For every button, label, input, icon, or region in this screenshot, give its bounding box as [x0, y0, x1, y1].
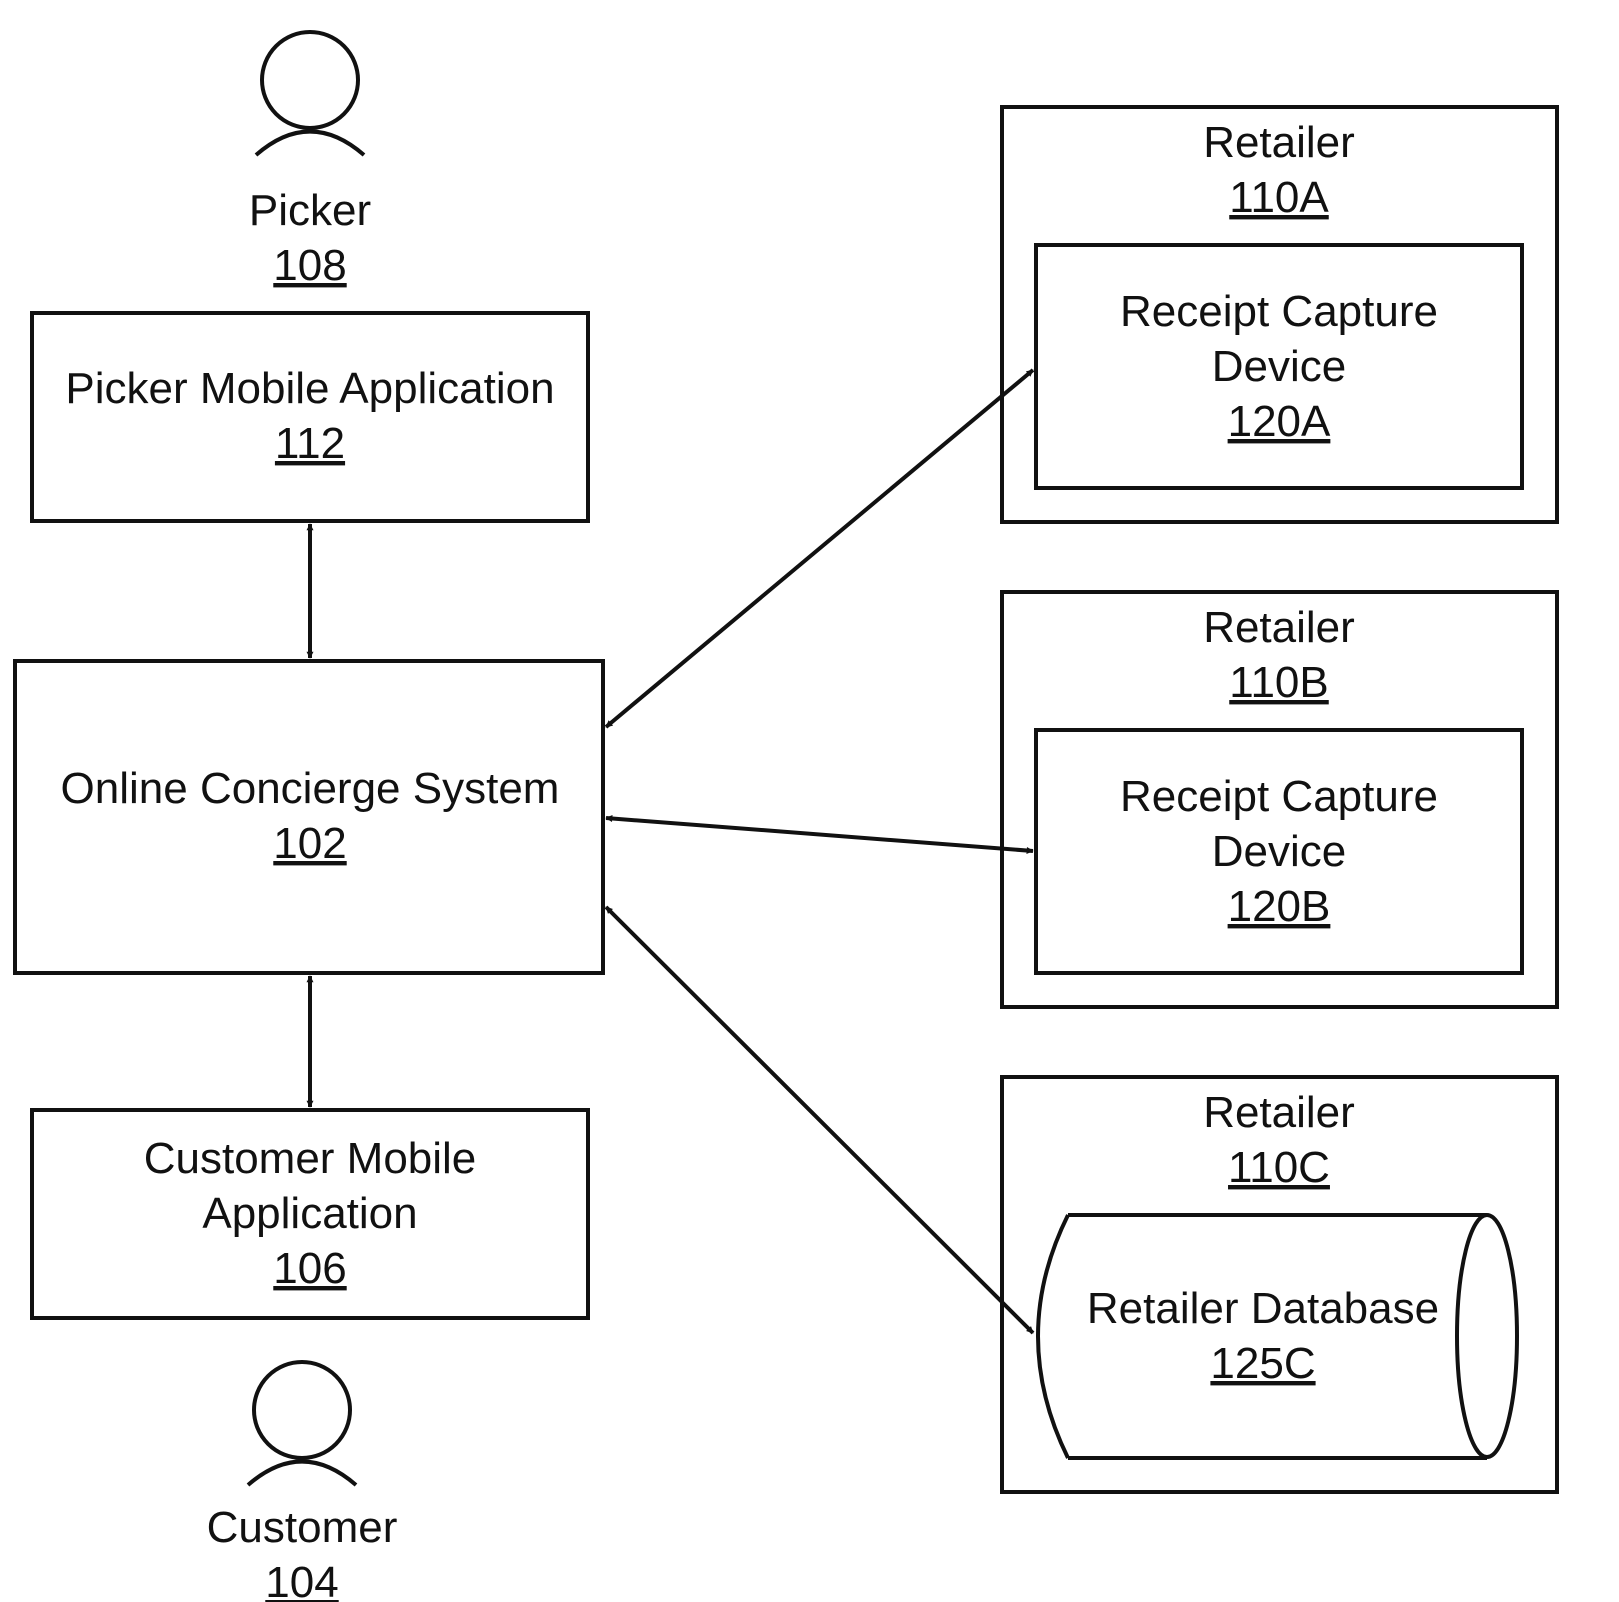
retailer-a-label: Retailer	[1203, 118, 1355, 167]
customer-app-label-line1: Customer Mobile	[144, 1134, 477, 1183]
retailer-c-ref: 110C	[1228, 1143, 1330, 1192]
connector-concierge-device-b	[606, 818, 1033, 851]
customer-ref: 104	[265, 1558, 338, 1602]
device-b-ref: 120B	[1228, 882, 1331, 931]
retailer-a-ref: 110A	[1229, 173, 1329, 222]
customer-mobile-app-box: Customer Mobile Application 106	[32, 1110, 588, 1318]
retailer-b-label: Retailer	[1203, 603, 1355, 652]
concierge-ref: 102	[273, 819, 346, 868]
customer-app-label-line2: Application	[202, 1189, 417, 1238]
customer-label: Customer	[207, 1503, 398, 1552]
database-ref: 125C	[1210, 1339, 1315, 1388]
retailer-b-ref: 110B	[1229, 658, 1329, 707]
retailer-c-box: Retailer 110C Retailer Database 125C	[1002, 1077, 1557, 1492]
receipt-capture-device-b-box: Receipt Capture Device 120B	[1036, 730, 1522, 973]
device-a-label-line2: Device	[1212, 342, 1347, 391]
picker-actor: Picker 108	[249, 32, 371, 290]
database-label: Retailer Database	[1087, 1284, 1439, 1333]
retailer-database-c: Retailer Database 125C	[1038, 1215, 1517, 1458]
receipt-capture-device-a-box: Receipt Capture Device 120A	[1036, 245, 1522, 488]
customer-app-ref: 106	[273, 1244, 346, 1293]
retailer-a-box: Retailer 110A Receipt Capture Device 120…	[1002, 107, 1557, 522]
device-b-label-line1: Receipt Capture	[1120, 772, 1438, 821]
picker-ref: 108	[273, 241, 346, 290]
picker-app-ref: 112	[275, 419, 345, 468]
picker-mobile-app-box: Picker Mobile Application 112	[32, 313, 588, 521]
person-icon	[248, 1362, 356, 1485]
customer-actor: Customer 104	[207, 1362, 398, 1602]
retailer-c-label: Retailer	[1203, 1088, 1355, 1137]
device-a-label-line1: Receipt Capture	[1120, 287, 1438, 336]
device-b-label-line2: Device	[1212, 827, 1347, 876]
device-a-ref: 120A	[1228, 397, 1331, 446]
connector-concierge-database-c	[606, 907, 1033, 1333]
picker-label: Picker	[249, 186, 371, 235]
retailer-b-box: Retailer 110B Receipt Capture Device 120…	[1002, 592, 1557, 1007]
database-cylinder-icon	[1038, 1215, 1517, 1458]
connector-concierge-device-a	[606, 370, 1033, 727]
picker-app-label: Picker Mobile Application	[65, 364, 554, 413]
concierge-system-box: Online Concierge System 102	[15, 661, 603, 973]
concierge-label: Online Concierge System	[61, 764, 560, 813]
person-icon	[256, 32, 364, 155]
